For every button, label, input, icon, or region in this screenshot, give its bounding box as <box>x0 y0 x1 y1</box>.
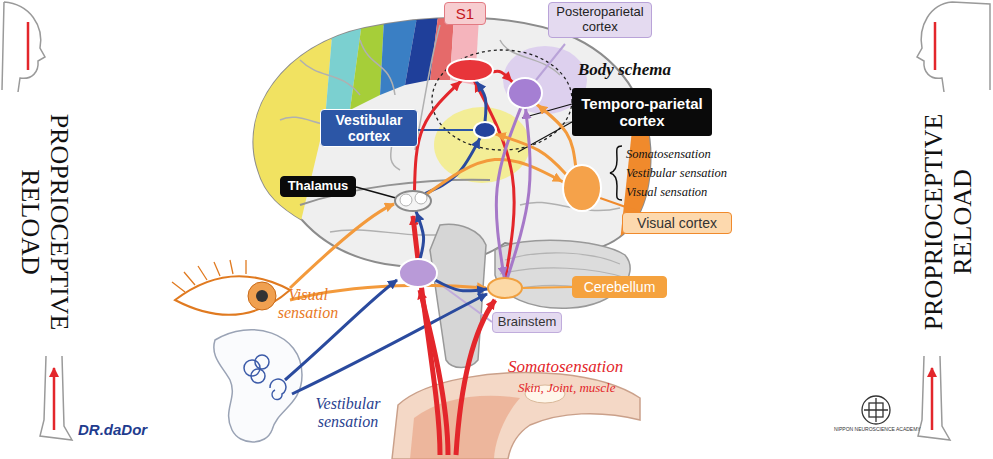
region-label: Cerebellum <box>572 276 667 298</box>
input-list-item: Somatosensation <box>626 147 711 161</box>
leader-line <box>600 198 640 212</box>
pathway-arrow <box>415 81 461 190</box>
region-label: Thalamus <box>280 176 356 197</box>
logo-text: DR.daDor <box>78 421 147 438</box>
head-sketch <box>934 22 937 70</box>
eye-illustration <box>256 290 268 302</box>
leader-line <box>356 187 396 198</box>
region-ellipse <box>488 278 522 298</box>
academy-emblem <box>862 396 890 424</box>
brain-sulci <box>415 25 440 150</box>
ear-illustration <box>270 379 286 399</box>
ear-illustration <box>255 355 269 369</box>
leg-sketch <box>918 356 950 440</box>
region-label: S1 <box>444 2 486 25</box>
brain-sulci <box>300 60 360 95</box>
group-title: Body schema <box>578 60 671 80</box>
region-ellipse <box>487 277 523 299</box>
pathway-arrow <box>416 212 423 258</box>
region-ellipse <box>398 258 438 288</box>
input-list-item: Vestibular sensation <box>626 166 727 180</box>
head-sketch <box>917 2 990 92</box>
region-label: Visual cortex <box>622 212 732 234</box>
head-sketch <box>2 2 45 92</box>
ear-illustration <box>214 330 302 442</box>
region-ellipse <box>399 259 437 287</box>
ear-illustration <box>251 369 265 383</box>
leader-line <box>523 287 572 288</box>
head-sketch <box>27 22 30 70</box>
region-ellipse <box>395 191 431 211</box>
eye-illustration <box>172 260 290 315</box>
posteroparietal-region: Posteroparietal cortex <box>507 77 543 109</box>
sensory-arrow <box>413 216 440 455</box>
academy-emblem <box>864 398 888 422</box>
region-ellipse <box>562 164 602 212</box>
region-label: Temporo-parietal cortex <box>572 88 712 136</box>
pathway-arrow <box>476 82 486 121</box>
eye-illustration <box>248 282 276 310</box>
sense-detail: Skin, Joint, muscle <box>518 381 615 396</box>
brain-sulci <box>360 40 395 95</box>
ear-illustration <box>214 330 302 442</box>
academy-emblem <box>862 396 890 424</box>
brainstem-region: Brainstem <box>398 258 438 288</box>
side-banner: PROPRIOCEPTIVE RELOAD <box>16 82 74 362</box>
leg-sketch <box>931 368 934 430</box>
region-label: Brainstem <box>492 312 562 333</box>
region-ellipse <box>474 122 496 138</box>
eye-illustration <box>172 260 246 292</box>
thalamus-region: Thalamus <box>394 190 432 212</box>
cerebellum-shape <box>505 253 620 264</box>
brace <box>610 146 622 200</box>
pathway-arrow <box>494 71 512 82</box>
region-ellipse <box>394 190 432 212</box>
cerebellum-region: Cerebellum <box>487 277 523 299</box>
leg-sketch <box>40 356 72 440</box>
region-ellipse <box>446 58 494 82</box>
logo-text: NIPPON NEUROSCIENCE ACADEMY <box>834 427 918 433</box>
ear-illustration <box>244 355 286 400</box>
region-label: Posteroparietal cortex <box>548 2 652 38</box>
leader-line <box>536 44 565 80</box>
pathway-arrow <box>475 82 514 277</box>
leg-sketch <box>53 368 56 430</box>
region-ellipse <box>473 121 497 139</box>
pathway-arrow <box>427 159 562 193</box>
vestibular-cortex-region: Vestibular cortex <box>473 121 497 139</box>
region-ellipse <box>507 77 543 109</box>
knee-illustration <box>410 396 520 459</box>
pathway-arrow <box>435 280 487 291</box>
brain-sulci <box>500 40 560 75</box>
pathway-arrow <box>537 105 575 166</box>
eye-illustration <box>172 260 246 292</box>
sensory-arrow <box>285 204 495 455</box>
knee-illustration <box>392 372 640 459</box>
side-banner: PROPRIOCEPTIVE RELOAD <box>919 82 977 362</box>
s1-region: S1 <box>446 58 494 82</box>
leader-line <box>418 129 473 131</box>
sense-label: Somatosensation <box>508 357 623 377</box>
sensory-arrow <box>290 204 394 288</box>
input-list-item: Visual sensation <box>626 185 707 199</box>
sense-label: Vestibular sensation <box>298 395 398 432</box>
knee-illustration <box>392 372 640 459</box>
region-ellipse <box>508 78 542 108</box>
sense-label: Visual sensation <box>264 286 352 323</box>
region-ellipse <box>447 59 493 81</box>
sensory-arrow <box>456 300 495 455</box>
sensory-arrow <box>420 290 448 455</box>
temporo-parietal-box: Temporo-parietal cortex <box>572 88 712 136</box>
region-label: Vestibular cortex <box>320 109 418 147</box>
pathway-arrow <box>508 109 530 277</box>
region-ellipse <box>563 165 601 211</box>
visual-cortex-region: Visual cortex <box>562 164 602 212</box>
